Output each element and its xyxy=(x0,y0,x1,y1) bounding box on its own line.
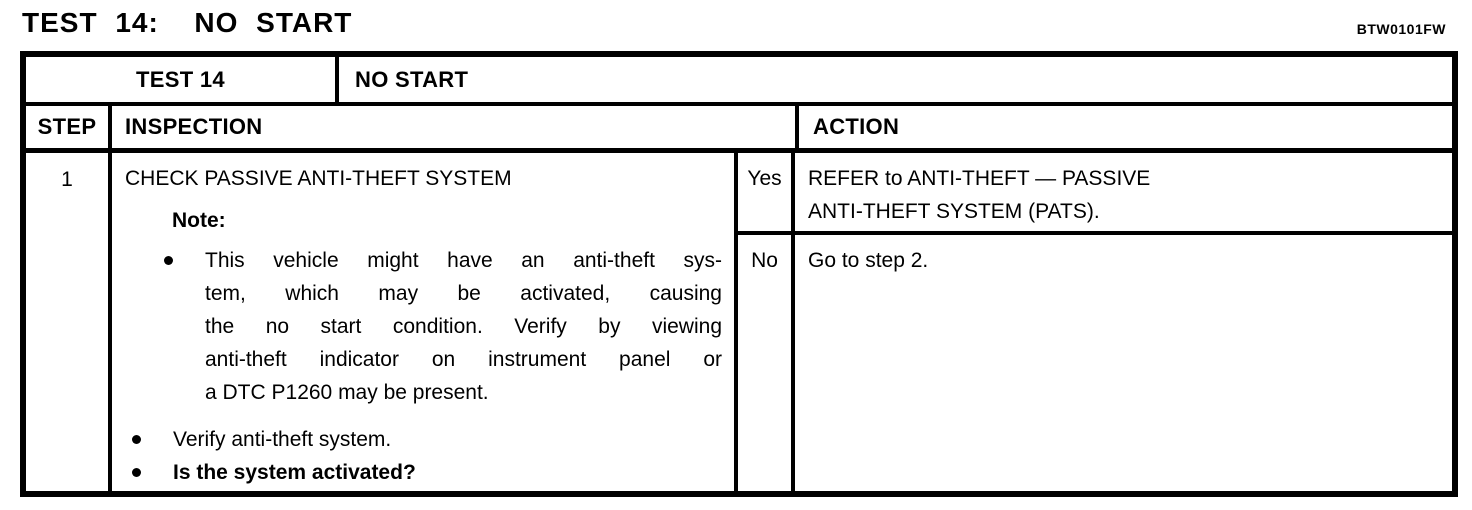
note-line: the no start condition. Verify by viewin… xyxy=(205,315,722,338)
inspection-question-text: Is the system activated? xyxy=(173,461,416,484)
result-action-no: Go to step 2. xyxy=(795,235,1452,491)
column-header-step: STEP xyxy=(26,106,112,148)
inspection-title: CHECK PASSIVE ANTI-THEFT SYSTEM xyxy=(125,167,512,190)
column-header-inspection: INSPECTION xyxy=(112,106,799,148)
result-answer-no: No xyxy=(738,235,795,491)
result-action-yes: REFER to ANTI-THEFT — PASSIVE ANTI-THEFT… xyxy=(795,153,1452,231)
inspection-bullet-item: Verify anti-theft system. xyxy=(132,423,722,456)
test-name-cell: NO START xyxy=(355,66,469,92)
action-line: ANTI-THEFT SYSTEM (PATS). xyxy=(808,200,1100,223)
note-line: anti-theft indicator on instrument panel… xyxy=(205,348,722,371)
action-line: REFER to ANTI-THEFT — PASSIVE xyxy=(808,167,1151,190)
bullet-icon xyxy=(132,468,141,477)
inspection-bullet-text: Verify anti-theft system. xyxy=(173,428,392,451)
inspection-bullet-list: Verify anti-theft system. Is the system … xyxy=(123,423,722,489)
table-title-row: TEST 14 NO START xyxy=(26,57,1452,106)
doc-code: BTW0101FW xyxy=(1356,21,1446,37)
column-header-row: STEP INSPECTION ACTION xyxy=(26,106,1452,153)
result-answer-yes: Yes xyxy=(738,153,795,231)
note-line: a DTC P1260 may be present. xyxy=(205,381,489,404)
column-header-action: ACTION xyxy=(813,114,900,139)
inspection-question-item: Is the system activated? xyxy=(132,456,722,489)
result-row-yes: Yes REFER to ANTI-THEFT — PASSIVE ANTI-T… xyxy=(738,153,1452,235)
test-number-cell: TEST 14 xyxy=(26,57,339,102)
bullet-icon xyxy=(164,256,173,265)
page-title: TEST 14: NO START xyxy=(22,7,353,38)
inspection-cell: CHECK PASSIVE ANTI-THEFT SYSTEM Note: Th… xyxy=(112,153,738,491)
results-cell: Yes REFER to ANTI-THEFT — PASSIVE ANTI-T… xyxy=(738,153,1452,491)
note-line: tem, which may be activated, causing xyxy=(205,282,722,305)
table-row-step-1: 1 CHECK PASSIVE ANTI-THEFT SYSTEM Note: … xyxy=(26,153,1452,491)
note-text: This vehicle might have an anti-theft sy… xyxy=(205,244,722,409)
note-bullet-item: This vehicle might have an anti-theft sy… xyxy=(164,244,722,409)
note-label: Note: xyxy=(172,209,226,232)
note-line: This vehicle might have an anti-theft sy… xyxy=(205,249,722,272)
result-row-no: No Go to step 2. xyxy=(738,235,1452,491)
step-number-cell: 1 xyxy=(26,153,112,491)
diagnostic-table: TEST 14 NO START STEP INSPECTION ACTION … xyxy=(20,51,1458,497)
action-line: Go to step 2. xyxy=(808,249,929,272)
bullet-icon xyxy=(132,435,141,444)
